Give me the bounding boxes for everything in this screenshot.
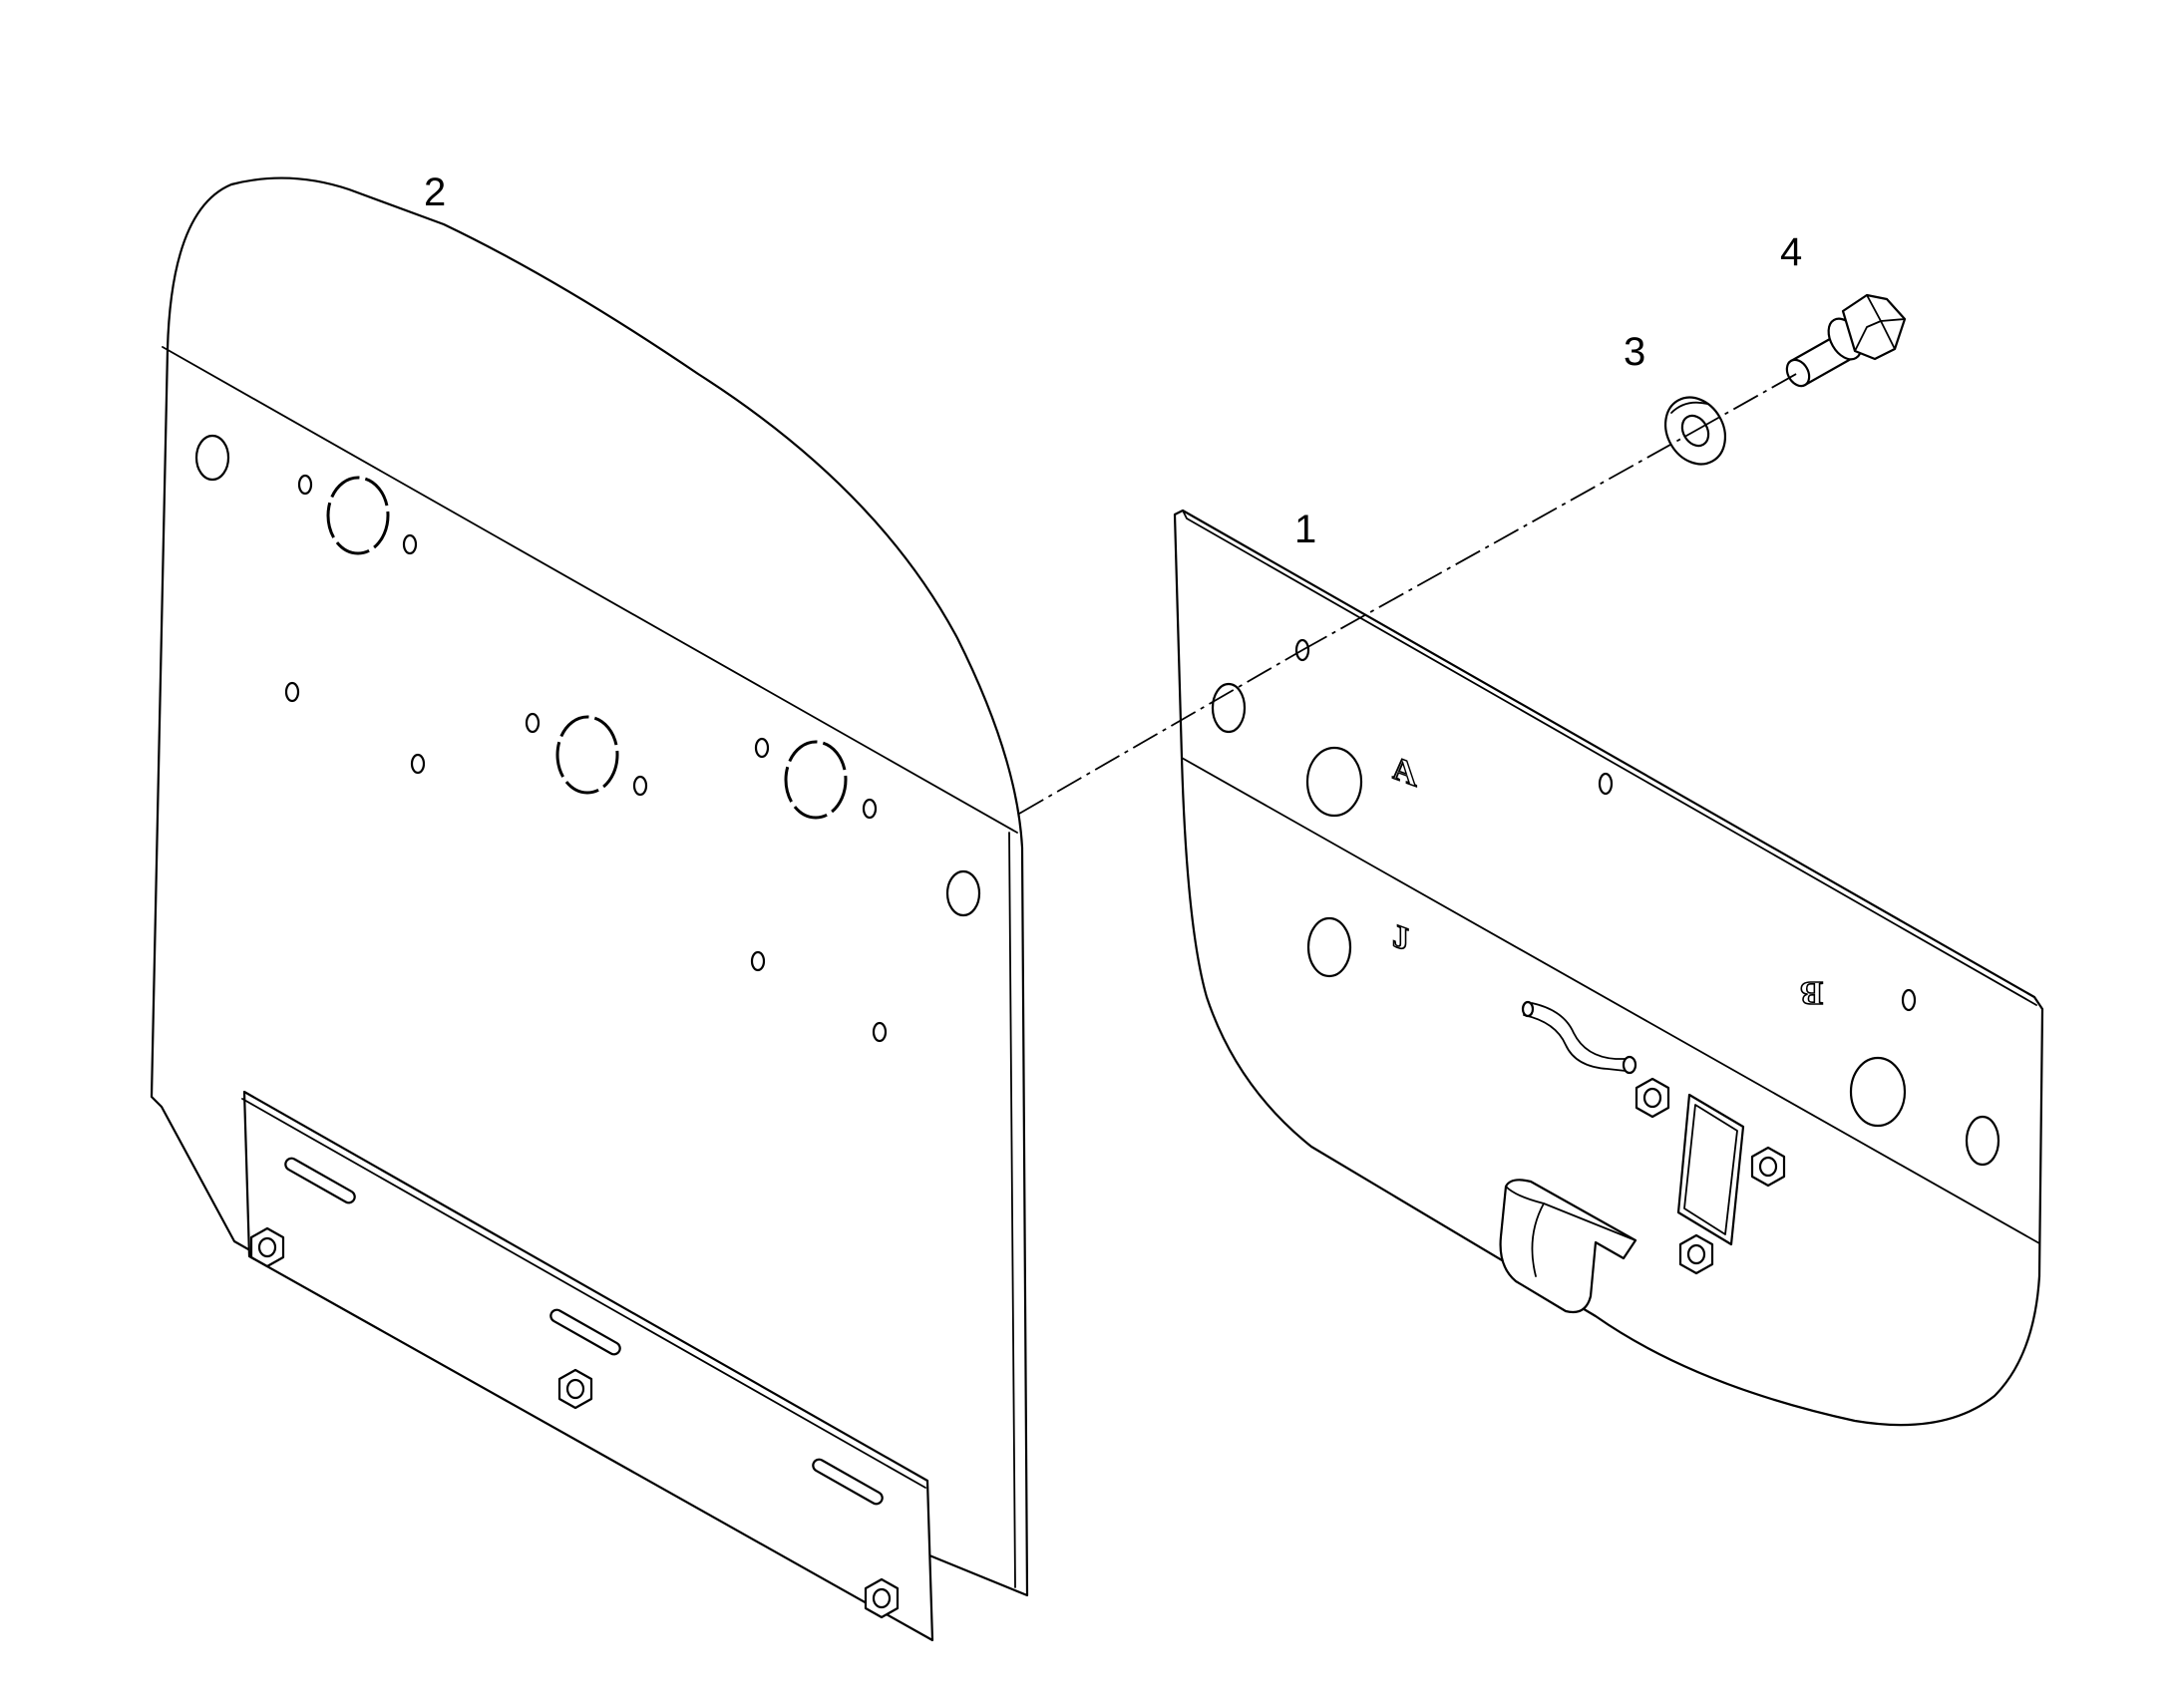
part-4-hex-bolt: [1785, 293, 1907, 388]
front-plate-hole: [1305, 746, 1363, 818]
rear-plate-small-hole: [862, 798, 878, 820]
front-plate-hole: [1849, 1056, 1907, 1128]
front-plate-hole: [1306, 916, 1352, 978]
rear-plate-knockout: [555, 715, 619, 795]
rear-plate-small-hole: [525, 712, 541, 734]
clamp-slot: [284, 1157, 356, 1204]
clamp-hex-nut: [557, 1368, 593, 1410]
callout-1: 1: [1294, 508, 1316, 551]
assembly-centerline: [1018, 372, 1799, 815]
front-plate-bend-line: [1181, 757, 2040, 1244]
rear-plate-hole: [194, 434, 230, 482]
rear-plate-small-hole: [410, 753, 426, 775]
part-1-front-plate: A J B: [1173, 509, 2044, 1427]
callout-2: 2: [424, 171, 446, 214]
rear-plate-small-hole: [297, 474, 313, 496]
callout-4: 4: [1780, 230, 1802, 274]
front-plate-handle: [1499, 1179, 1637, 1314]
clamp-slot: [549, 1308, 621, 1356]
rear-plate-bend-line: [162, 346, 1018, 834]
clamp-hex-nut: [249, 1226, 285, 1268]
front-plate-body: [1173, 509, 2044, 1427]
callout-3: 3: [1624, 330, 1645, 374]
clamp-slot: [812, 1458, 884, 1506]
rear-plate-knockout: [784, 740, 848, 820]
rear-plate-clamp-bar: [241, 1090, 934, 1642]
front-plate-hole: [1965, 1115, 2000, 1167]
front-plate-hole: [1211, 682, 1247, 734]
ground-wire: [1523, 1014, 1627, 1072]
rear-plate-small-hole: [284, 681, 300, 703]
front-plate-small-hole: [1598, 772, 1614, 796]
rear-plate-small-hole: [754, 737, 770, 759]
stamp-letter-b: B: [1800, 974, 1823, 1011]
front-plate-hex-nut: [1635, 1077, 1670, 1119]
front-plate-window: [1676, 1093, 1745, 1246]
rear-plate-small-hole: [750, 950, 766, 972]
front-plate-small-hole: [1901, 988, 1917, 1012]
rear-plate-small-hole: [402, 533, 418, 555]
rear-plate-hole: [945, 869, 981, 917]
rear-plate-small-hole: [872, 1021, 888, 1043]
front-plate-hex-nut: [1678, 1233, 1714, 1275]
stamp-letter-j: J: [1392, 915, 1409, 959]
rear-plate-small-hole: [632, 775, 648, 797]
rear-plate-knockout: [326, 476, 390, 555]
clamp-hex-nut: [864, 1577, 900, 1619]
front-plate-hex-nut: [1750, 1146, 1786, 1188]
